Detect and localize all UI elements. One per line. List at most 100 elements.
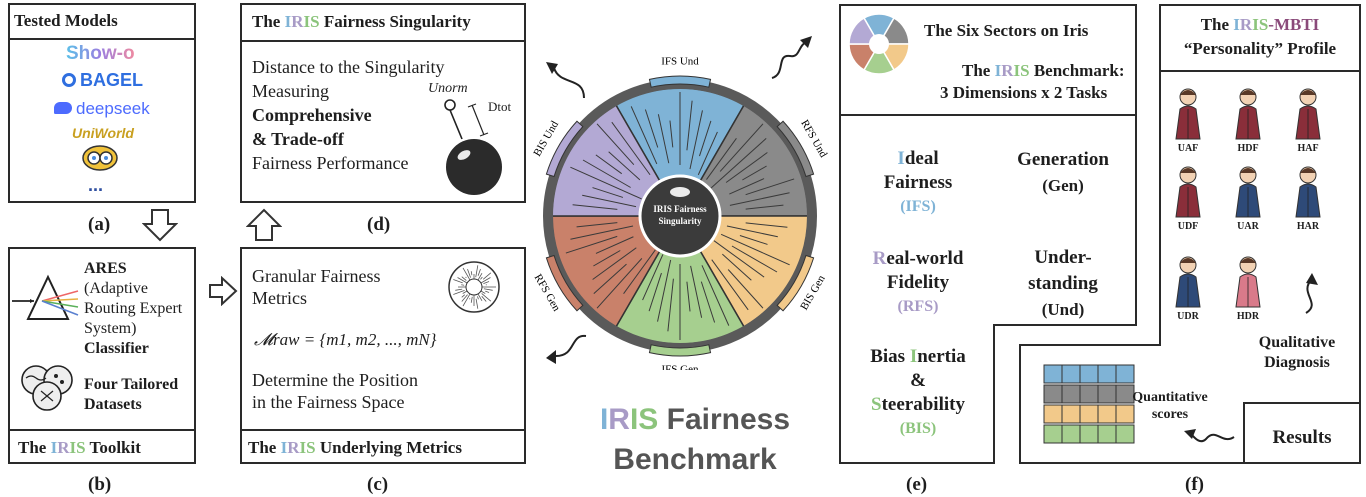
panel-f-outline [1019,4,1361,464]
metric-spoke [461,284,465,286]
metric-spoke [453,290,465,295]
wheel-spoke [582,159,631,188]
iris-word: IRIS [599,403,659,436]
und-abbr: (Und) [1041,300,1085,319]
wheel-spoke [592,187,624,198]
steer-initial: S [871,394,882,415]
wheel-spoke [686,281,691,312]
wheel-spoke [711,259,749,311]
persona-udf: UDF [1168,163,1208,239]
wheel-rim-tab [545,120,584,178]
und-block: Under- standing (Und) [998,245,1128,323]
footer-divider [10,429,194,431]
metric-spoke [453,279,463,284]
mini-wheel-icon [848,13,910,75]
wheel-spoke [742,165,767,181]
curved-arrow-quantitative-icon [1184,429,1235,443]
wheel-spoke [570,225,634,240]
singularity-description: Distance to the Singularity Measuring Co… [252,55,444,175]
benchmark-title-line-1: IRIS Fairness [580,400,810,440]
metric-spoke [477,269,481,276]
metric-spoke [480,277,491,284]
wheel-spoke [713,240,765,278]
bis-block: Bias Inertia & Steerability (BIS) [848,345,988,441]
persona-label: UDR [1177,311,1199,322]
ifs-rest: deal [904,148,939,169]
wheel-rim-tab [776,254,815,312]
quantitative-text: Quantitative scores [1130,389,1210,423]
wheel-spoke [596,258,643,309]
metric-spoke [467,269,471,278]
metric-spoke [482,272,492,280]
persona-figure-icon [1175,256,1201,308]
wheel-spoke [725,152,768,183]
wheel-rim-tab [648,75,712,88]
curved-arrow-qualitative-icon [1305,273,1318,314]
iris-word: IRIS [994,61,1030,80]
panel-fairness-singularity: The IRIS Fairness Singularity Distance t… [240,3,526,203]
wheel-spoke [572,204,618,210]
persona-label: UDF [1177,221,1199,232]
persona-haf: HAF [1288,85,1328,161]
metric-spoke [481,295,487,302]
wheel-spoke [593,263,627,294]
bis-abbr: (BIS) [899,420,937,437]
rfs-rest: eal-world [886,248,964,269]
panel-toolkit: ARES (Adaptive Routing Expert System) Cl… [8,247,196,464]
gen-word: Generation [1017,149,1109,170]
label-e: (e) [906,474,928,495]
score-cell [1097,364,1117,384]
score-cell [1115,404,1135,424]
wheel-spoke [611,121,651,176]
uniworld-text: UniWorld [72,125,134,141]
score-cell [1061,364,1081,384]
panel-e-outline [839,4,1137,464]
qualitative-line-2: Diagnosis [1264,354,1330,371]
wheel-spoke [595,236,634,254]
wheel-center-line-2: Singularity [658,216,702,226]
datasets-icon [21,365,73,411]
persona-figure-icon [1175,166,1201,218]
header-divider [10,38,194,40]
persona-label: HAR [1296,221,1320,232]
showo-logo: Show-o [66,43,135,65]
wheel-spoke [623,249,656,294]
wheel-spoke [595,154,623,175]
score-cell [1097,424,1117,444]
bis-word-3: Steerability [848,393,988,417]
wheel-spoke [745,204,784,210]
ares-description: ARES (Adaptive Routing Expert System) Cl… [84,259,182,359]
metric-spoke [461,294,466,298]
label-b: (b) [88,474,112,495]
comprehensive-line: Comprehensive [252,105,372,125]
metric-spoke [483,288,493,291]
rfs-abbr: (RFS) [897,298,939,315]
metric-spoke [477,296,479,300]
wheel-spoke [576,222,618,228]
iris-word: IRIS [1233,15,1269,34]
wheel-spoke [644,109,659,148]
panel-six-sectors: The Six Sectors on Iris The IRIS Benchma… [838,3,1138,465]
persona-uaf: UAF [1168,85,1208,161]
persona-label: HDR [1236,311,1260,322]
gen-abbr: (Gen) [1042,176,1084,195]
d-tot-label: Dtot [488,99,512,114]
position-desc: Determine the Position in the Fairness S… [252,369,418,413]
wheel-rim-tab [648,344,712,357]
position-line-1: Determine the Position [252,370,418,390]
bagel-icon [62,73,76,87]
more-models-ellipsis: ... [88,175,104,195]
wheel-spoke [726,225,778,238]
wheel-spoke [710,138,767,189]
metric-spoke [465,276,467,279]
arrow-c-to-d-icon [246,208,282,241]
metric-spoke [475,298,479,309]
granular-line-1: Granular Fairness [252,266,381,286]
u-norm-label: Unorm [428,81,468,96]
ifs-block: Ideal Fairness (IFS) [848,147,988,219]
ares-title: ARES [84,260,127,277]
metric-wheel-icon [448,261,500,313]
wheel-spoke [570,166,642,200]
wheel-spoke [701,265,730,326]
